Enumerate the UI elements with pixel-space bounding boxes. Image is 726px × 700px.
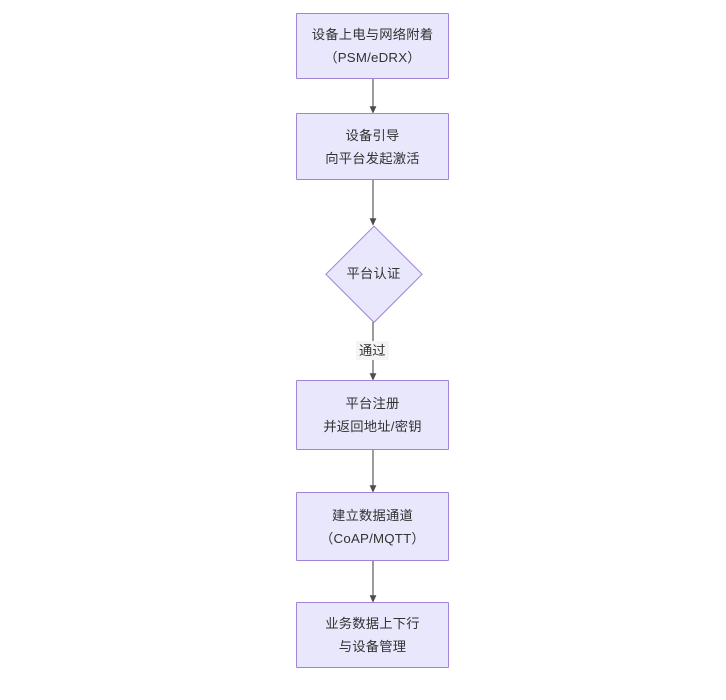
node-service-data-label: 业务数据上下行 与设备管理 bbox=[325, 616, 420, 654]
node-power-on[interactable]: 设备上电与网络附着 （PSM/eDRX） bbox=[296, 13, 449, 79]
node-platform-auth-label: 平台认证 bbox=[346, 266, 401, 281]
edge-label-pass: 通过 bbox=[356, 341, 389, 360]
node-data-channel[interactable]: 建立数据通道 （CoAP/MQTT） bbox=[296, 492, 449, 561]
node-bootstrap-label: 设备引导 向平台发起激活 bbox=[325, 127, 420, 166]
node-bootstrap[interactable]: 设备引导 向平台发起激活 bbox=[296, 113, 449, 180]
node-power-on-label: 设备上电与网络附着 （PSM/eDRX） bbox=[311, 27, 434, 65]
node-service-data[interactable]: 业务数据上下行 与设备管理 bbox=[296, 602, 449, 668]
node-platform-register-label: 平台注册 并返回地址/密钥 bbox=[323, 396, 422, 434]
node-platform-auth[interactable]: 平台认证 bbox=[325, 225, 422, 322]
node-platform-register[interactable]: 平台注册 并返回地址/密钥 bbox=[296, 380, 449, 450]
node-data-channel-label: 建立数据通道 （CoAP/MQTT） bbox=[320, 507, 425, 546]
